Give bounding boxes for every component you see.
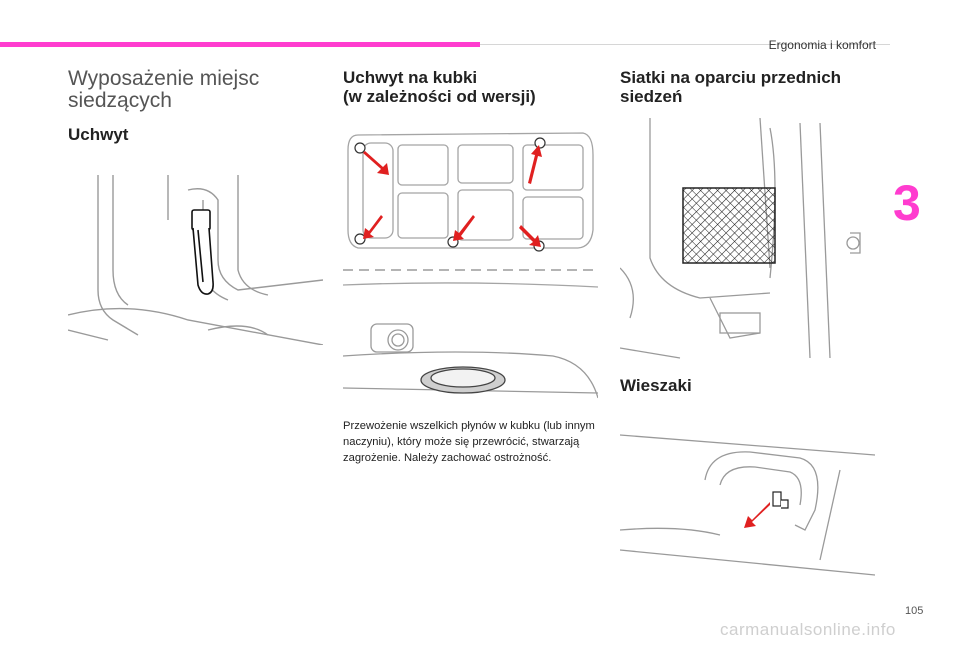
heading-line: (w zależności od wersji) xyxy=(343,87,536,106)
heading-uchwyt: Uchwyt xyxy=(68,125,129,144)
safety-note: Przewożenie wszelkich płynów w kubku (lu… xyxy=(343,420,595,464)
heading-uchwyt-na-kubki: Uchwyt na kubki (w zależności od wersji) xyxy=(343,68,603,106)
grab-handle-illustration xyxy=(68,175,323,345)
header-accent-bar xyxy=(0,42,480,47)
chapter-number: 3 xyxy=(893,175,921,231)
watermark: carmanualsonline.info xyxy=(720,620,896,639)
seatback-net-illustration xyxy=(620,118,861,359)
cup-holder-closeup-illustration xyxy=(343,323,598,399)
coat-hook-illustration xyxy=(620,434,875,576)
heading-siatki: Siatki na oparciu przednich siedzeń xyxy=(620,68,900,106)
heading-wieszaki: Wieszaki xyxy=(620,376,692,395)
page-number: 105 xyxy=(905,605,924,617)
heading-line: Siatki na oparciu przednich xyxy=(620,68,842,87)
page-title: Wyposażenie miejsc siedzących xyxy=(68,67,260,112)
header-section-title: Ergonomia i komfort xyxy=(768,38,876,52)
header-rule xyxy=(480,44,890,45)
heading-line: siedzeń xyxy=(620,87,683,106)
heading-line: Uchwyt na kubki xyxy=(343,68,478,87)
cup-holder-van-illustration xyxy=(343,132,598,288)
